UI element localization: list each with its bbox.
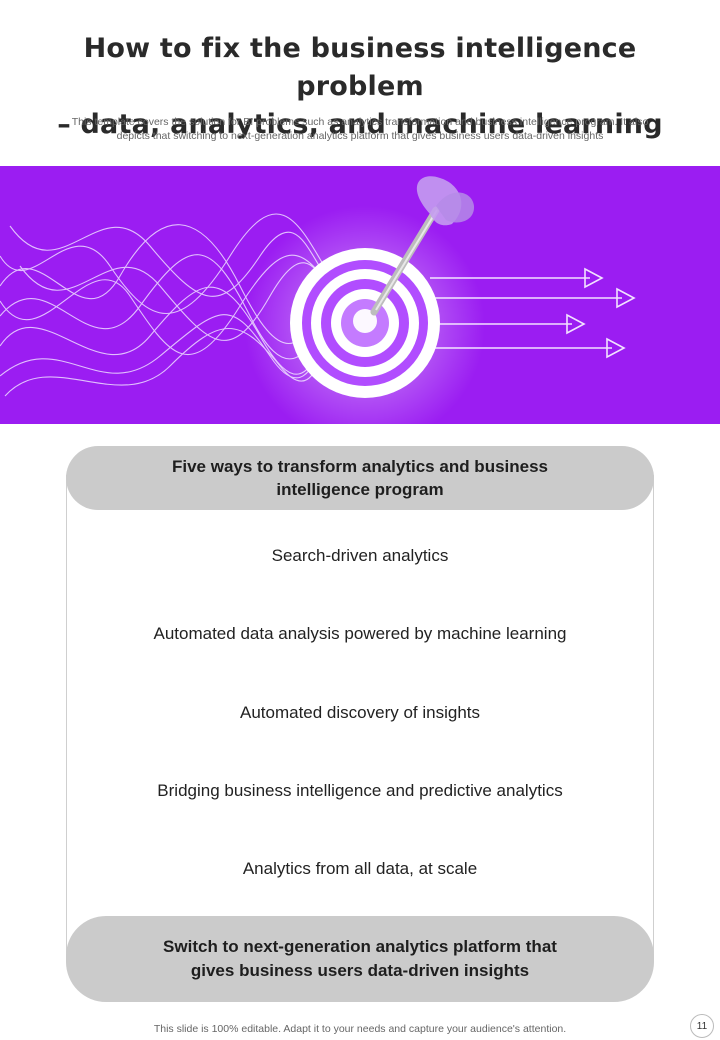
- section-heading-line-1: Five ways to transform analytics and bus…: [171, 457, 549, 476]
- list-item: Automated data analysis powered by machi…: [153, 624, 567, 643]
- page-subtitle: This template covers the solution for BI…: [20, 115, 700, 143]
- title-line-1: How to fix the business intelligence pro…: [83, 33, 637, 102]
- dart-icon: [370, 176, 475, 316]
- footer-note: This slide is 100% editable. Adapt it to…: [153, 1023, 567, 1035]
- page-number: 11: [690, 1014, 714, 1038]
- title-line-2: – data, analytics, and machine learning: [57, 109, 663, 140]
- banner-illustration: [0, 176, 636, 424]
- conclusion-line-1: Switch to next-generation analytics plat…: [163, 937, 557, 956]
- list-item: Automated discovery of insights: [239, 703, 480, 722]
- conclusion-banner: Switch to next-generation analytics plat…: [66, 916, 654, 1002]
- section-heading-line-2: intelligence program: [276, 480, 444, 499]
- conclusion-line-2: gives business users data-driven insight…: [190, 961, 530, 980]
- subtitle-line-1: This template covers the solution for BI…: [71, 116, 649, 128]
- subtitle-line-2: depicts that switching to next-generatio…: [116, 130, 604, 142]
- content-panel: [66, 475, 654, 960]
- target-icon: [290, 248, 440, 398]
- list-item: Search-driven analytics: [271, 546, 449, 565]
- page-title: How to fix the business intelligence pro…: [20, 30, 700, 144]
- list-item: Analytics from all data, at scale: [242, 859, 478, 878]
- list-item: Bridging business intelligence and predi…: [157, 781, 563, 800]
- section-heading: Five ways to transform analytics and bus…: [66, 446, 654, 510]
- hero-banner: [0, 166, 720, 424]
